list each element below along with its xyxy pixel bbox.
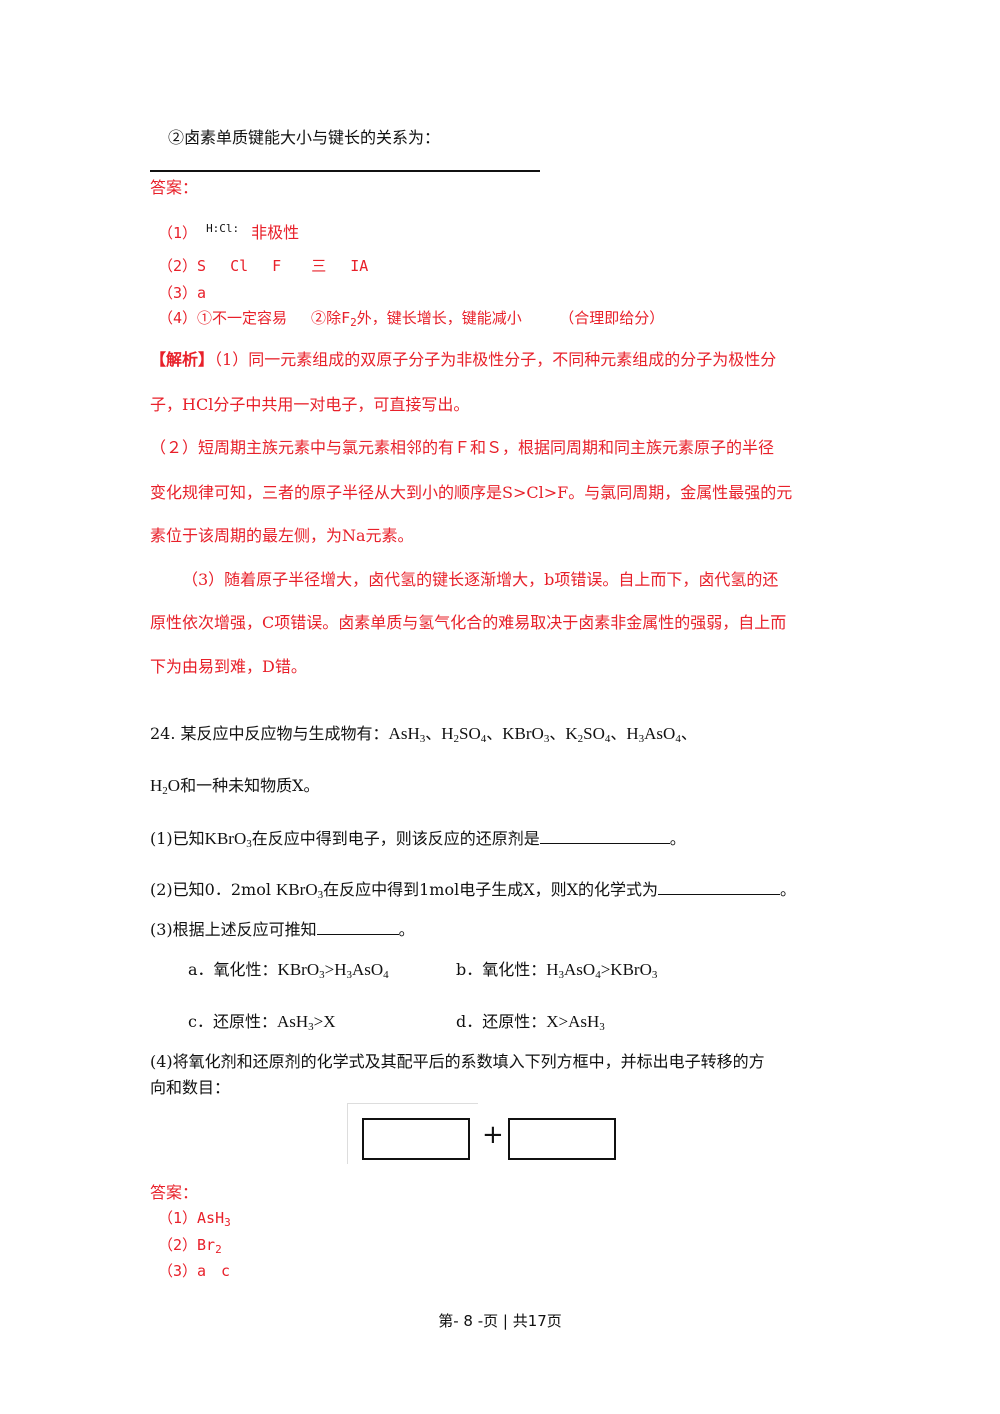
scan-artifact [347,1103,478,1164]
answer-blank-line [150,170,540,172]
answer-4-part2: 外，键长增长，键能减小 （合理即给分） [356,309,665,327]
oxidant-answer-box[interactable] [362,1118,470,1160]
formula-kbro3: KBrO3 [610,960,658,981]
formula-ash3: AsH3 [568,1012,605,1033]
question-24-part-4-line-2: 向和数目： [150,1078,231,1097]
formula-h3aso4: H3AsO4 [334,960,389,981]
formula-h2o: H2O [150,776,181,797]
answer-label: 答案： [150,178,199,197]
answer-4-subscript: 2 [350,316,357,329]
question-24-part-2: (2)已知0．2mol KBrO3在反应中得到1mol电子生成X，则X的化学式为… [150,880,797,901]
answer-24-1: （1）AsH3 [158,1209,231,1229]
answer-24-2: （2）Br2 [158,1236,222,1256]
option-a: a．氧化性：KBrO3>H3AsO4 [188,960,389,981]
option-b: b．氧化性：H3AsO4>KBrO3 [456,960,658,981]
analysis-line-3: （２）短周期主族元素中与氯元素相邻的有Ｆ和Ｓ，根据同周期和同主族元素原子的半径 [150,438,775,457]
analysis-line-1: 【解析】（1）同一元素组成的双原子分子为非极性分子，不同种元素组成的分子为极性分 [150,350,776,369]
analysis-text: （1）同一元素组成的双原子分子为非极性分子，不同种元素组成的分子为极性分 [214,350,777,369]
question-24-line-1: 24. 某反应中反应物与生成物有：AsH3、H2SO4、KBrO3、K2SO4、… [150,724,697,745]
question-24-line-2: H2O和一种未知物质X。 [150,776,320,797]
question-24-line-2-tail: 和一种未知物质X。 [180,776,320,795]
plus-sign: + [482,1120,504,1150]
fill-blank[interactable] [658,893,780,895]
analysis-line-8: 下为由易到难，D错。 [150,657,307,676]
answer-1-number: （1） [158,224,198,242]
question-24-part-4-line-1: (4)将氧化剂和还原剂的化学式及其配平后的系数填入下列方框中，并标出电子转移的方 [150,1052,765,1071]
formula-h3aso4: H3AsO4 [626,724,681,745]
answer-24-3: （3）a c [158,1262,231,1280]
lewis-structure-hcl: H:Cl: [206,222,240,240]
answer-4: （4）①不一定容易 ②除F2外，键长增长，键能减小 （合理即给分） [158,309,665,329]
question-line: ②卤素单质键能大小与键长的关系为： [168,128,441,147]
question-24-part-3: (3)根据上述反应可推知。 [150,920,415,939]
analysis-line-7: 原性依次增强，C项错误。卤素单质与氢气化合的难易取决于卤素非金属性的强弱，自上而 [150,613,787,632]
formula-kbro3: KBrO3 [204,829,252,850]
option-c: c．还原性：AsH3>X [188,1012,336,1033]
formula-kbro3: KBrO3 [276,880,324,901]
answer-2: （2）S Cl F 三 IA [158,257,369,275]
answer-label: 答案： [150,1183,199,1202]
formula-kbro3: KBrO3 [502,724,550,745]
formula-ash3: AsH3 [276,1012,314,1033]
question-24-intro: 24. 某反应中反应物与生成物有： [150,724,389,743]
answer-1-text: 非极性 [251,223,300,242]
analysis-line-4: 变化规律可知，三者的原子半径从大到小的顺序是S>Cl>F。与氯同周期，金属性最强… [150,483,793,502]
lewis-formula: H:Cl: [206,222,240,235]
analysis-line-2: 子，HCl分子中共用一对电子，可直接写出。 [150,395,470,414]
fill-blank[interactable] [316,933,399,935]
page-footer: 第- 8 -页 | 共17页 [438,1312,562,1330]
analysis-label: 【解析】 [150,350,215,369]
formula-ash3: AsH3 [388,724,426,745]
answer-4-part1: （4）①不一定容易 ②除F [158,309,351,327]
reductant-answer-box[interactable] [508,1118,616,1160]
answer-3: （3）a [158,284,207,302]
analysis-line-6: （3）随着原子半径增大，卤代氢的键长逐渐增大，b项错误。自上而下，卤代氢的还 [182,570,779,589]
question-24-part-1: (1)已知KBrO3在反应中得到电子，则该反应的还原剂是。 [150,829,686,850]
formula-k2so4: K2SO4 [565,724,611,745]
answer-1: （1） H:Cl: 非极性 [158,222,299,242]
formula-h2so4: H2SO4 [441,724,487,745]
option-d: d．还原性：X>AsH3 [456,1012,605,1033]
fill-blank[interactable] [539,842,670,844]
formula-kbro3: KBrO3 [277,960,325,981]
analysis-line-5: 素位于该周期的最左侧，为Na元素。 [150,526,414,545]
formula-h3aso4: H3AsO4 [546,960,601,981]
